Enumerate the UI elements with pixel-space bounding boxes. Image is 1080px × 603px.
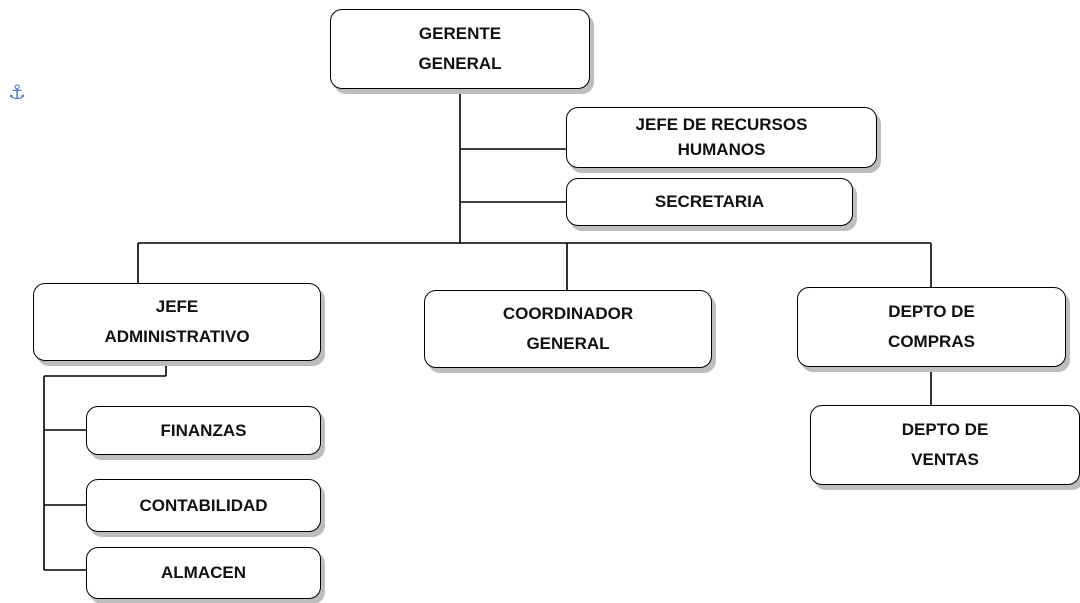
node-almacen: ALMACEN (86, 547, 321, 599)
node-label: FINANZAS (160, 420, 247, 440)
node-jefe-recursos-humanos: JEFE DE RECURSOS HUMANOS (566, 107, 877, 168)
node-secretaria: SECRETARIA (566, 178, 853, 226)
node-coordinador-general: COORDINADOR GENERAL (424, 290, 712, 368)
node-label: DEPTO DE VENTAS (901, 420, 989, 469)
anchor-icon: ⚓ (8, 80, 26, 104)
node-label: JEFE ADMINISTRATIVO (104, 297, 250, 346)
node-label: ALMACEN (161, 563, 246, 583)
node-contabilidad: CONTABILIDAD (86, 479, 321, 532)
node-jefe-administrativo: JEFE ADMINISTRATIVO (33, 283, 321, 361)
node-label: CONTABILIDAD (139, 495, 268, 515)
node-depto-ventas: DEPTO DE VENTAS (810, 405, 1080, 485)
node-label: SECRETARIA (654, 192, 765, 212)
node-gerente-general: GERENTE GENERAL (330, 9, 590, 89)
node-label: COORDINADOR GENERAL (502, 304, 634, 353)
node-label: GERENTE GENERAL (418, 24, 502, 73)
node-label: JEFE DE RECURSOS HUMANOS (635, 114, 808, 159)
node-finanzas: FINANZAS (86, 406, 321, 455)
node-depto-compras: DEPTO DE COMPRAS (797, 287, 1066, 367)
node-label: DEPTO DE COMPRAS (888, 302, 975, 351)
